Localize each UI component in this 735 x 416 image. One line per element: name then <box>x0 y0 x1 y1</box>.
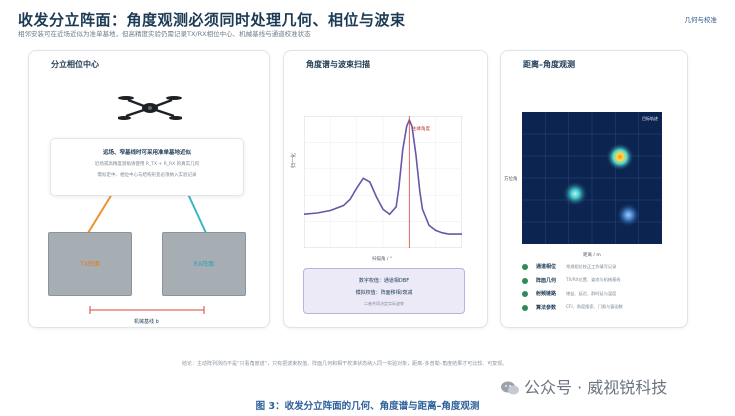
spectrum-series-line <box>304 117 462 235</box>
legend-item-name: 通道相位 <box>536 264 557 270</box>
header-tag: 几何与校准 <box>684 16 718 24</box>
heatmap-ylabel: 方位角 <box>504 177 518 182</box>
legend-item-name: 算法参数 <box>536 304 557 311</box>
legend-dot-icon <box>522 304 528 311</box>
heatmap-target-blob <box>562 181 588 207</box>
wechat-logo-icon <box>501 381 519 395</box>
legend-item: 算法参数 CFI、角度搜索、门限与窗函数 <box>522 302 682 316</box>
panel1-title: 分立相位中心 <box>51 60 99 69</box>
heatmap-target-blob <box>606 142 634 171</box>
page-title: 收发分立阵面：角度观测必须同时处理几何、相位与波束 <box>18 11 406 29</box>
legend-item-name: 射频链路 <box>536 291 557 297</box>
watermark: 公众号 · 威视锐科技 <box>500 374 667 398</box>
legend-item: 通道相位 常规相位校正工作填写记录 <box>522 261 682 275</box>
legend-item-desc: 常规相位校正工作填写记录 <box>566 263 617 269</box>
legend-item: 阵面几何 TX/RX位置、姿态与机械基线 <box>522 275 682 289</box>
analog-weights: 模拟权值：阵面移相/衰减 <box>355 290 413 296</box>
legend-dot-icon <box>522 277 528 284</box>
figure-caption: 图 3：收发分立阵面的几何、角度谱与距离–角度观测 <box>255 401 480 412</box>
spectrum-xlabel: 扫描角 / ° <box>372 257 393 262</box>
legend-item: 射频链路 增益、延迟、群时延与温度 <box>522 288 682 302</box>
tx-array-label: TX阵面 <box>80 261 100 268</box>
legend-item-desc: 增益、延迟、群时延与温度 <box>566 290 617 296</box>
calibration-legend: 通道相位 常规相位校正工作填写记录 阵面几何 TX/RX位置、姿态与机械基线 射… <box>522 261 682 315</box>
approx-title: 远场、窄基线时可采用准单基地近似 <box>102 150 191 156</box>
drone-icon <box>118 96 182 120</box>
panel3-title: 距离–角度观测 <box>523 60 575 69</box>
legend-dot-icon <box>522 264 528 270</box>
weights-note: 二者共同决定实际波束 <box>364 301 404 306</box>
main-peak-annotation: 主峰角度 <box>412 127 430 132</box>
conclusion-footnote: 结论：主动阵列测向不是“只看角度谱”，只有把波束权值、阵面几何和相干校准状态纳入… <box>182 361 508 367</box>
weights-info-box: 数字权值：通道相DBF 模拟权值：阵面移相/衰减 二者共同决定实际波束 <box>303 268 465 314</box>
heatmap-xlabel: 距离 / m <box>583 253 601 258</box>
baseline-label: 机械基线 b <box>134 319 159 325</box>
approximation-note-box: 远场、窄基线时可采用准单基地近似 近场或高精度测角请使用 R_TX + R_RX… <box>50 138 244 196</box>
rx-array-label: RX阵面 <box>193 261 215 268</box>
angle-spectrum-chart <box>304 116 462 248</box>
watermark-text: 公众号 · 威视锐科技 <box>524 378 668 397</box>
legend-item-desc: CFI、角度搜索、门限与窗函数 <box>566 304 623 309</box>
legend-item-desc: TX/RX位置、姿态与机械基线 <box>566 277 621 282</box>
legend-item-name: 阵面几何 <box>536 277 557 284</box>
approx-line-2: 需标定中、相位中心与结构形变必须纳入实验记录 <box>97 173 197 178</box>
panel2-title: 角度谱与波束扫描 <box>306 60 370 69</box>
digital-weights: 数字权值：通道相DBF <box>358 278 410 284</box>
spectrum-ylabel: 归一化 <box>291 152 297 168</box>
legend-dot-icon <box>522 291 528 297</box>
page-subtitle: 相邻安装可在近场近似为准单基地，但高精度实验仍需记录TX/RX相位中心、机械基线… <box>18 30 311 38</box>
heatmap-tag: 目标轨迹 <box>642 116 658 121</box>
heatmap-target-blob <box>616 202 641 228</box>
approx-line-1: 近场或高精度测角请使用 R_TX + R_RX 的真实几何 <box>94 162 200 167</box>
tx-array: TX阵面 <box>48 232 132 296</box>
rx-array: RX阵面 <box>162 232 246 296</box>
range-angle-heatmap <box>522 112 662 244</box>
